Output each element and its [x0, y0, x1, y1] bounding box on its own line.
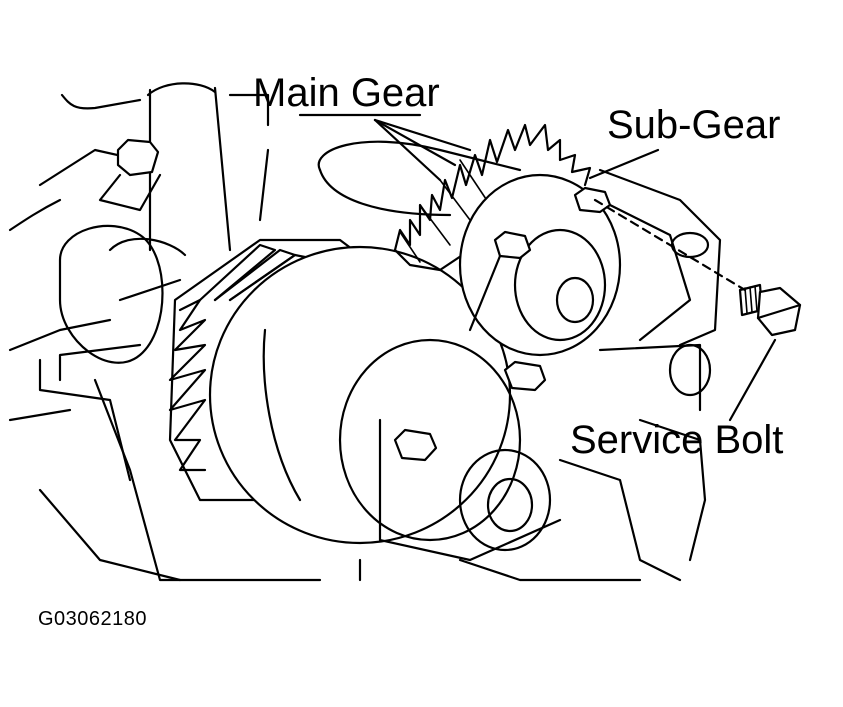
bolt-alignment-line [593, 198, 747, 292]
sub-gear-drawing [393, 123, 622, 357]
figure-code: G03062180 [38, 608, 148, 630]
cam-cap-lower [378, 360, 562, 562]
head-bolt-left [98, 138, 162, 212]
cylinder-head-outline [8, 82, 722, 582]
cam-cap-right [468, 186, 712, 397]
leader-lines [373, 118, 777, 422]
sub-gear-label: Sub-Gear [607, 103, 781, 147]
service-bolt-label: Service Bolt [570, 418, 784, 462]
service-bolt-drawing [738, 283, 802, 337]
main-gear-label: Main Gear [253, 71, 440, 115]
main-gear-drawing [168, 238, 522, 545]
